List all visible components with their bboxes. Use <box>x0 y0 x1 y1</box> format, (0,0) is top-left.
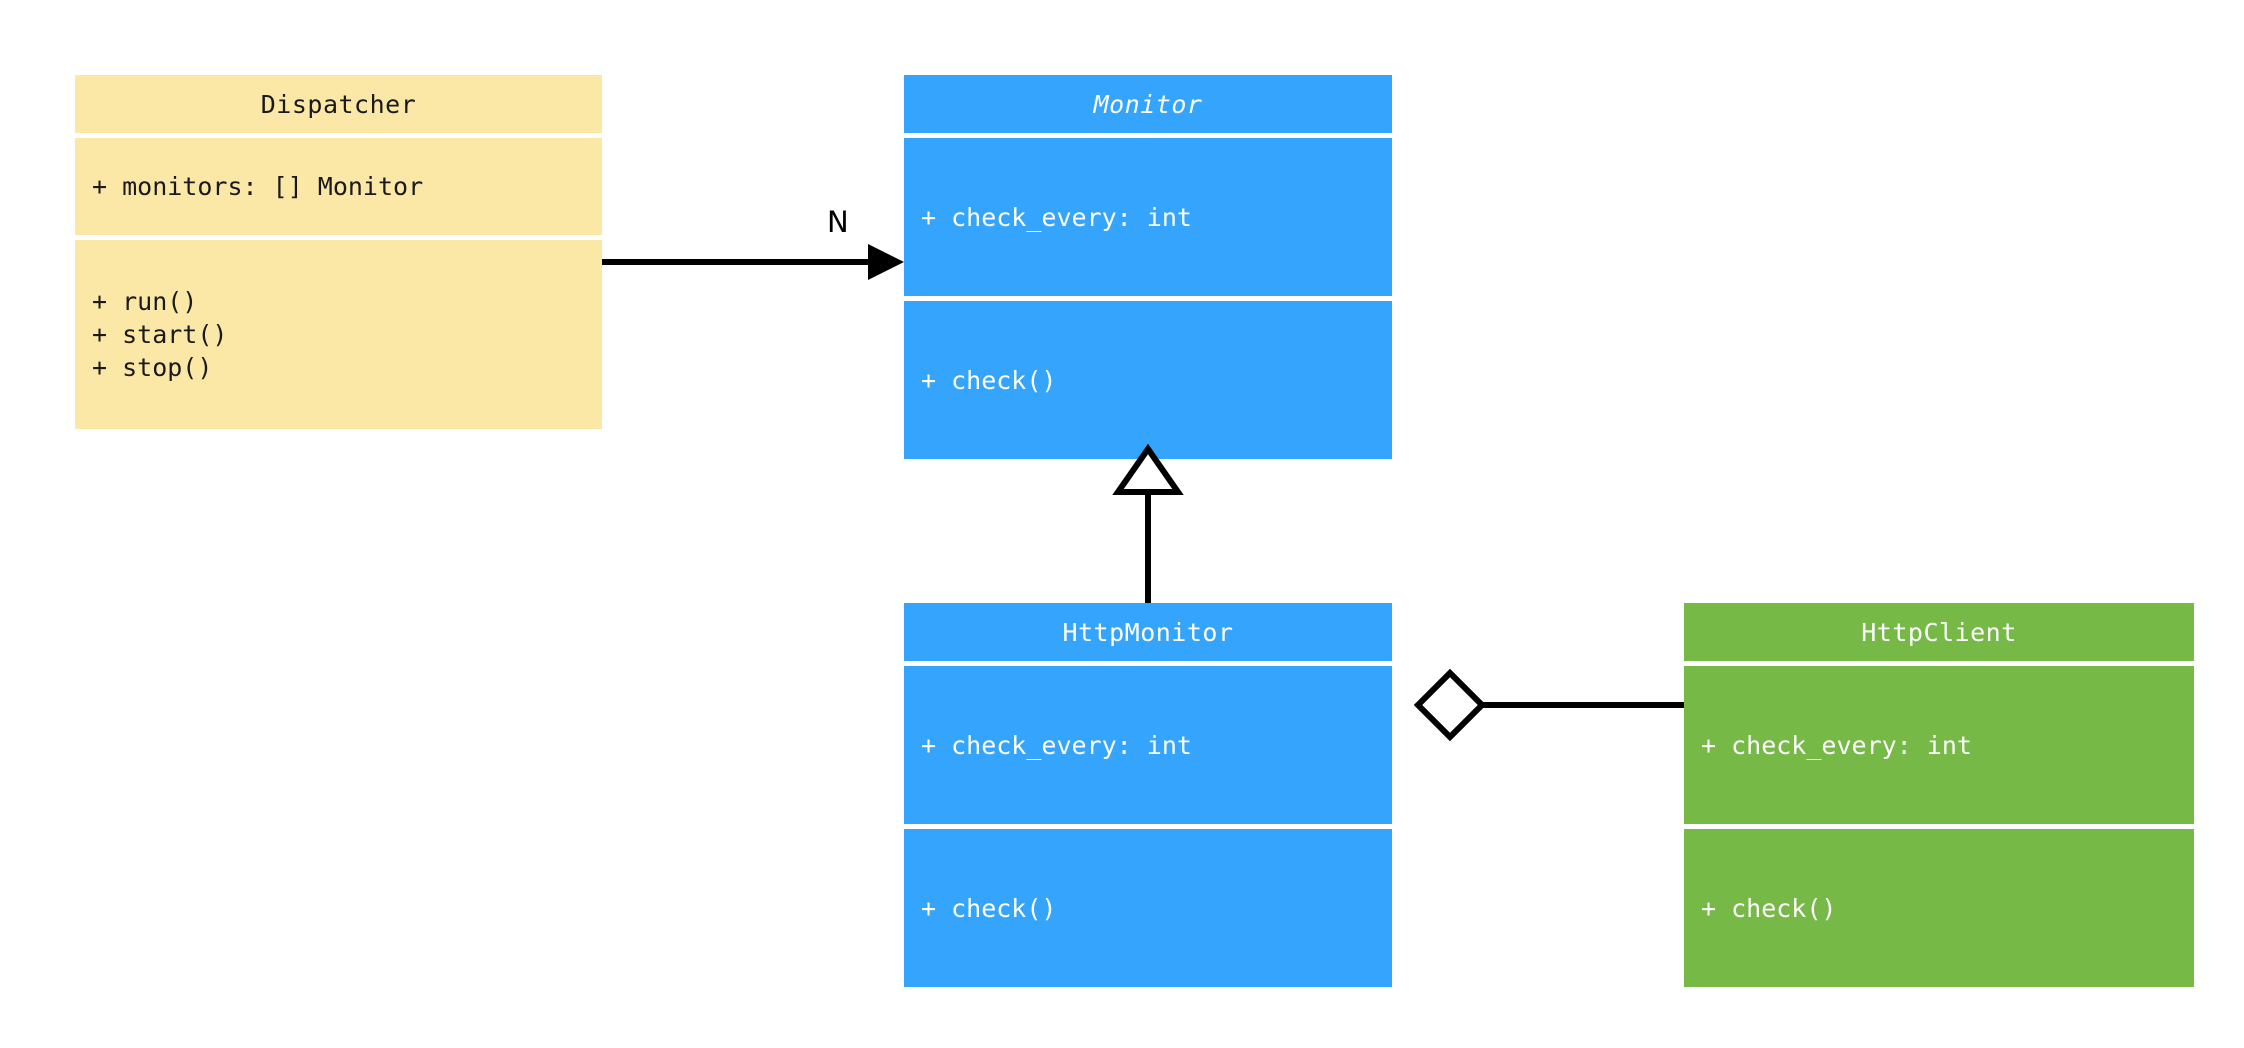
class-methods-httpmonitor: + check() <box>904 829 1392 987</box>
uml-class-httpmonitor[interactable]: HttpMonitor + check_every: int + check() <box>904 603 1392 987</box>
relationship-dispatcher-to-monitor <box>602 244 904 280</box>
attribute-item: + check_every: int <box>921 730 1192 760</box>
class-title-dispatcher: Dispatcher <box>75 75 602 133</box>
method-list: + check() <box>1684 892 2194 925</box>
uml-class-dispatcher[interactable]: Dispatcher + monitors: [] Monitor + run(… <box>75 75 602 429</box>
class-attributes-monitor: + check_every: int <box>904 138 1392 296</box>
class-name-label: HttpMonitor <box>1062 617 1234 647</box>
class-methods-httpclient: + check() <box>1684 829 2194 987</box>
attribute-list: + check_every: int <box>904 729 1392 762</box>
class-attributes-httpmonitor: + check_every: int <box>904 666 1392 824</box>
method-item: + start() <box>92 320 228 349</box>
method-list: + run() + start() + stop() <box>75 285 602 384</box>
attribute-list: + monitors: [] Monitor <box>75 170 602 203</box>
uml-class-monitor[interactable]: Monitor + check_every: int + check() <box>904 75 1392 459</box>
attribute-item: + check_every: int <box>921 202 1192 232</box>
hollow-diamond-icon <box>1413 668 1487 742</box>
method-item: + check() <box>921 365 1057 395</box>
method-item: + check() <box>921 893 1057 923</box>
class-title-monitor: Monitor <box>904 75 1392 133</box>
attribute-list: + check_every: int <box>1684 729 2194 762</box>
method-item: + stop() <box>92 353 213 382</box>
class-title-httpclient: HttpClient <box>1684 603 2194 661</box>
relationship-httpmonitor-inherits-monitor <box>1112 443 1184 603</box>
class-name-label: Dispatcher <box>260 89 417 119</box>
uml-class-httpclient[interactable]: HttpClient + check_every: int + check() <box>1684 603 2194 987</box>
solid-triangle-arrowhead-icon <box>868 244 904 280</box>
method-list: + check() <box>904 892 1392 925</box>
method-item: + run() <box>92 287 198 316</box>
relationship-httpmonitor-aggregates-httpclient <box>1413 668 1684 742</box>
class-title-httpmonitor: HttpMonitor <box>904 603 1392 661</box>
class-name-label: HttpClient <box>1861 617 2017 647</box>
attribute-item: + monitors: [] Monitor <box>92 172 424 201</box>
attribute-item: + check_every: int <box>1701 730 1972 760</box>
class-name-label: Monitor <box>1093 89 1203 119</box>
attribute-list: + check_every: int <box>904 201 1392 234</box>
class-attributes-httpclient: + check_every: int <box>1684 666 2194 824</box>
class-methods-dispatcher: + run() + start() + stop() <box>75 240 602 429</box>
class-methods-monitor: + check() <box>904 301 1392 459</box>
class-attributes-dispatcher: + monitors: [] Monitor <box>75 138 602 235</box>
multiplicity-label-n: N <box>827 205 849 239</box>
method-list: + check() <box>904 364 1392 397</box>
method-item: + check() <box>1701 893 1837 923</box>
